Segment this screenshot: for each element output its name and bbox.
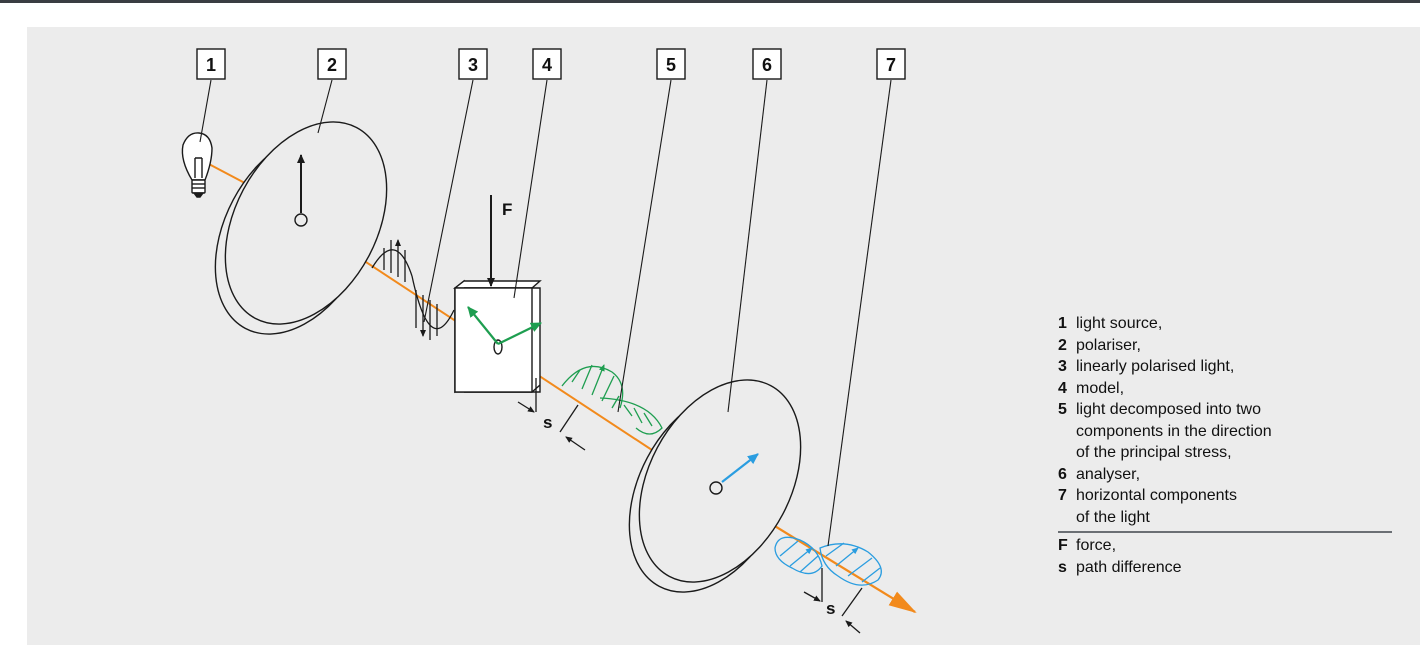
leader-lines [199, 79, 892, 547]
legend-text: analyser, [1076, 465, 1141, 483]
legend-text: polariser, [1076, 336, 1141, 354]
legend-text: horizontal components [1076, 487, 1237, 504]
top-border [0, 0, 1420, 3]
legend-text: light source, [1076, 315, 1163, 332]
light-bulb-icon [181, 132, 213, 198]
number-box-3-label: 3 [468, 55, 478, 75]
legend-divider [1058, 531, 1392, 533]
number-box-4: 4 [532, 48, 562, 80]
path-difference-dimension-b [803, 568, 863, 634]
linearly-polarised-wave [371, 239, 455, 340]
legend-item-2: 2 polariser, [1058, 335, 1394, 357]
legend-key: F [1058, 537, 1068, 554]
legend-item-5: 5 light decomposed into two components in… [1058, 399, 1394, 464]
number-box-7: 7 [876, 48, 906, 80]
polariser-disc [214, 121, 388, 335]
legend-item-7: 7 horizontal components of the light [1058, 485, 1394, 528]
analyser-disc [628, 379, 802, 593]
number-box-2-label: 2 [327, 55, 337, 75]
number-box-7-label: 7 [886, 55, 896, 75]
legend-continuation: of the principal stress, [1076, 444, 1232, 461]
legend-text: light decomposed into two [1076, 401, 1261, 418]
number-box-3: 3 [458, 48, 488, 80]
legend-symbol-path-difference: s path difference [1058, 557, 1394, 579]
model-block [452, 279, 542, 394]
number-box-6-label: 6 [762, 55, 772, 75]
number-box-5-label: 5 [666, 55, 676, 75]
number-box-5: 5 [656, 48, 686, 80]
legend-key: 7 [1058, 487, 1067, 504]
analyser-axis-arrow [721, 453, 759, 483]
number-box-6: 6 [752, 48, 782, 80]
stress-arrow-b [497, 322, 542, 345]
legend-key: 2 [1058, 336, 1067, 354]
legend-text: linearly polarised light, [1076, 358, 1235, 375]
legend-continuation: of the light [1076, 508, 1150, 526]
number-box-1: 1 [196, 48, 226, 80]
legend-continuation: components in the direction [1076, 422, 1272, 440]
legend-text: force, [1076, 537, 1117, 554]
number-box-4-label: 4 [542, 55, 552, 75]
legend-item-3: 3 linearly polarised light, [1058, 356, 1394, 378]
number-box-2: 2 [317, 48, 347, 80]
legend-item-4: 4 model, [1058, 378, 1394, 400]
legend-key: s [1058, 558, 1067, 576]
legend: 1 light source, 2 polariser, 3 linearly pol… [1058, 313, 1394, 578]
legend-key: 6 [1058, 465, 1067, 483]
force-label: F [502, 200, 512, 219]
legend-text: path difference [1076, 558, 1182, 576]
path-difference-label-a: s [543, 413, 552, 432]
stress-arrow-a [467, 306, 499, 345]
legend-key: 5 [1058, 401, 1067, 418]
legend-key: 4 [1058, 379, 1067, 397]
path-difference-dimension-a [517, 378, 586, 451]
legend-key: 1 [1058, 315, 1067, 332]
legend-item-1: 1 light source, [1058, 313, 1394, 335]
legend-item-6: 6 analyser, [1058, 464, 1394, 486]
legend-text: model, [1076, 379, 1125, 397]
path-difference-label-b: s [826, 599, 835, 618]
legend-key: 3 [1058, 358, 1067, 375]
decomposed-light-wave [561, 364, 663, 435]
number-box-1-label: 1 [206, 55, 216, 75]
horizontal-components-wave [774, 536, 882, 586]
